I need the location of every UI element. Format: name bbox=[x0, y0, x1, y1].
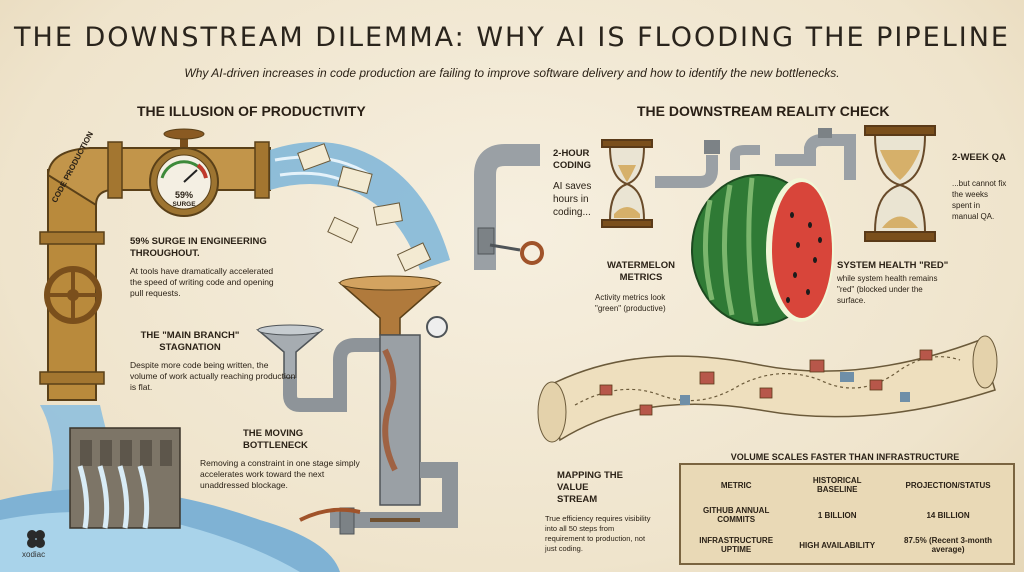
stagnation-block: THE "MAIN BRANCH" STAGNATION Despite mor… bbox=[130, 330, 296, 393]
right-heading: THE DOWNSTREAM REALITY CHECK bbox=[637, 103, 890, 119]
qa-title: 2-WEEK QA bbox=[952, 152, 1006, 163]
coding-body: AI saves hours in coding... bbox=[553, 181, 592, 218]
page-title: THE DOWNSTREAM DILEMMA: WHY AI IS FLOODI… bbox=[14, 22, 1010, 53]
watermelon-block: WATERMELON METRICS Activity metrics look… bbox=[595, 260, 687, 314]
surge-body: At tools have dramatically accelerated t… bbox=[130, 266, 274, 298]
table-row: INFRASTRUCTURE UPTIME HIGH AVAILABILITY … bbox=[684, 530, 1010, 560]
stagnation-title: THE "MAIN BRANCH" STAGNATION bbox=[140, 330, 240, 353]
mapping-block: MAPPING THE VALUE STREAM True efficiency… bbox=[545, 470, 655, 554]
table-header: HISTORICAL BASELINE bbox=[812, 476, 862, 494]
page-subtitle: Why AI-driven increases in code producti… bbox=[184, 66, 840, 80]
bottleneck-body: Removing a constraint in one stage simpl… bbox=[200, 458, 360, 490]
table-cell: HIGH AVAILABILITY bbox=[799, 540, 876, 550]
table-cell: 87.5% (Recent 3-month average) bbox=[904, 536, 993, 554]
volume-table-title: VOLUME SCALES FASTER THAN INFRASTRUCTURE bbox=[730, 452, 960, 462]
surge-title: 59% SURGE IN ENGINEERING THROUGHOUT. bbox=[130, 236, 267, 259]
qa-block: 2-WEEK QA ...but cannot fix the weeks sp… bbox=[952, 152, 1007, 222]
gauge-label: SURGE bbox=[172, 201, 196, 208]
mapping-title: MAPPING THE VALUE STREAM bbox=[557, 470, 623, 505]
bottleneck-block: THE MOVING BOTTLENECK Removing a constra… bbox=[200, 428, 365, 491]
table-header: PROJECTION/STATUS bbox=[905, 480, 991, 490]
gauge-value: 59% bbox=[174, 190, 193, 200]
bottleneck-title: THE MOVING BOTTLENECK bbox=[243, 428, 308, 451]
table-cell: INFRASTRUCTURE UPTIME bbox=[699, 536, 774, 554]
table-row: GITHUB ANNUAL COMMITS 1 BILLION 14 BILLI… bbox=[684, 500, 1010, 530]
volume-table: METRIC HISTORICAL BASELINE PROJECTION/ST… bbox=[684, 470, 1010, 560]
table-cell: 1 BILLION bbox=[817, 510, 857, 520]
stagnation-body: Despite more code being written, the vol… bbox=[130, 360, 296, 392]
health-block: SYSTEM HEALTH "RED" while system health … bbox=[837, 260, 949, 306]
table-header-row: METRIC HISTORICAL BASELINE PROJECTION/ST… bbox=[684, 470, 1010, 500]
surge-block: 59% SURGE IN ENGINEERING THROUGHOUT. At … bbox=[130, 236, 280, 299]
watermelon-body: Activity metrics look "green" (productiv… bbox=[595, 293, 666, 313]
brand-name: xodiac bbox=[22, 550, 46, 559]
health-body: while system health remains "red" (block… bbox=[837, 274, 938, 305]
coding-block: 2-HOUR CODING AI saves hours in coding..… bbox=[553, 148, 601, 219]
coding-title: 2-HOUR CODING bbox=[553, 148, 591, 171]
table-cell: 14 BILLION bbox=[926, 510, 970, 520]
watermelon-title: WATERMELON METRICS bbox=[607, 260, 675, 283]
qa-body: ...but cannot fix the weeks spent in man… bbox=[952, 179, 1007, 221]
table-cell: GITHUB ANNUAL COMMITS bbox=[702, 506, 770, 524]
table-header: METRIC bbox=[720, 480, 752, 490]
mapping-body: True efficiency requires visibility into… bbox=[545, 514, 651, 553]
brand-logo-icon bbox=[26, 528, 46, 548]
left-heading: THE ILLUSION OF PRODUCTIVITY bbox=[137, 103, 366, 119]
health-title: SYSTEM HEALTH "RED" bbox=[837, 260, 949, 271]
